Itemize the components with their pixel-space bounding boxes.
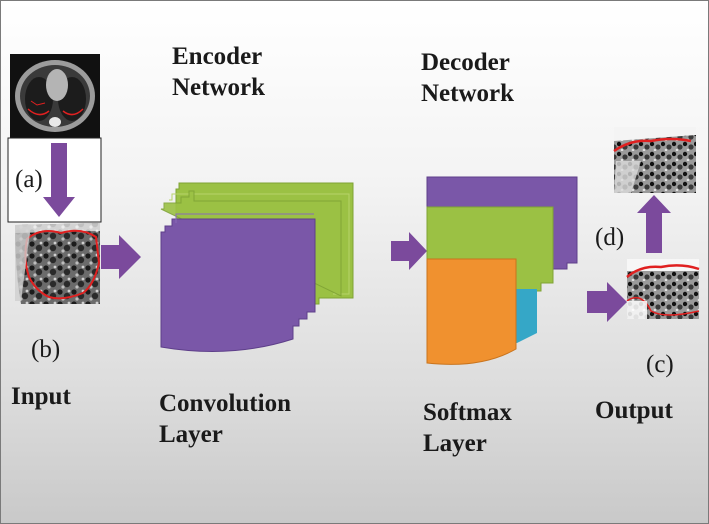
arrow-right-icon (391, 232, 427, 270)
label-c: (c) (646, 351, 674, 378)
arrow-right-icon (587, 282, 627, 322)
arrow-down-icon (43, 143, 75, 217)
convolution-stack (160, 182, 354, 352)
label-d: (d) (595, 224, 625, 251)
arrow-right-icon (101, 235, 141, 279)
output-image-top (613, 127, 696, 193)
label-b: (b) (31, 336, 61, 363)
ct-slice-image (10, 54, 100, 138)
softmax-label: Softmax Layer (423, 399, 512, 457)
encoder-title: Encoder Network (172, 43, 266, 101)
cropped-lung-image (15, 223, 101, 304)
convolution-label: Convolution Layer (159, 390, 291, 448)
arrow-up-icon (637, 195, 671, 253)
output-image-bottom (626, 259, 700, 319)
label-a: (a) (15, 166, 43, 193)
decoder-stack (426, 176, 578, 365)
decoder-title: Decoder Network (421, 49, 515, 107)
output-label: Output (595, 397, 673, 424)
input-label: Input (11, 383, 71, 410)
